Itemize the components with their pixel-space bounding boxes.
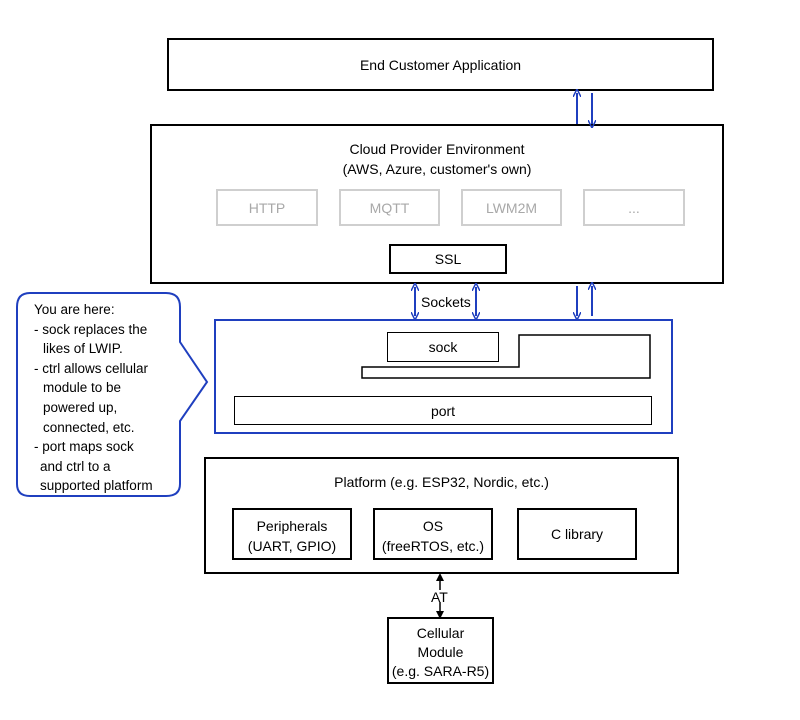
port-box: port: [234, 396, 652, 425]
cloud-title: Cloud Provider Environment: [349, 141, 525, 157]
protocol-lwm2m: LWM2M: [461, 189, 562, 226]
callout-bubble: [16, 292, 209, 497]
at-label: AT: [431, 589, 448, 605]
c-library-box: C library: [517, 508, 637, 560]
sockets-label: Sockets: [421, 294, 471, 310]
protocol-more: ...: [583, 189, 685, 226]
callout-text: You are here: - sock replaces the likes …: [34, 302, 153, 494]
port-label: port: [430, 402, 456, 419]
platform-title: Platform (e.g. ESP32, Nordic, etc.): [334, 474, 549, 490]
sock-label: sock: [428, 339, 458, 355]
ctrl-shape: [361, 334, 651, 379]
os-box: OS (freeRTOS, etc.): [373, 508, 493, 560]
peripherals-box: Peripherals (UART, GPIO): [232, 508, 352, 560]
sock-box: sock: [387, 332, 499, 362]
cloud-subtitle: (AWS, Azure, customer's own): [342, 161, 532, 177]
end-customer-application-label: End Customer Application: [359, 56, 522, 73]
end-customer-application-box: End Customer Application: [167, 38, 714, 91]
protocol-http: HTTP: [216, 189, 318, 226]
ssl-label: SSL: [434, 251, 462, 267]
ssl-box: SSL: [389, 244, 507, 274]
protocol-mqtt: MQTT: [339, 189, 440, 226]
